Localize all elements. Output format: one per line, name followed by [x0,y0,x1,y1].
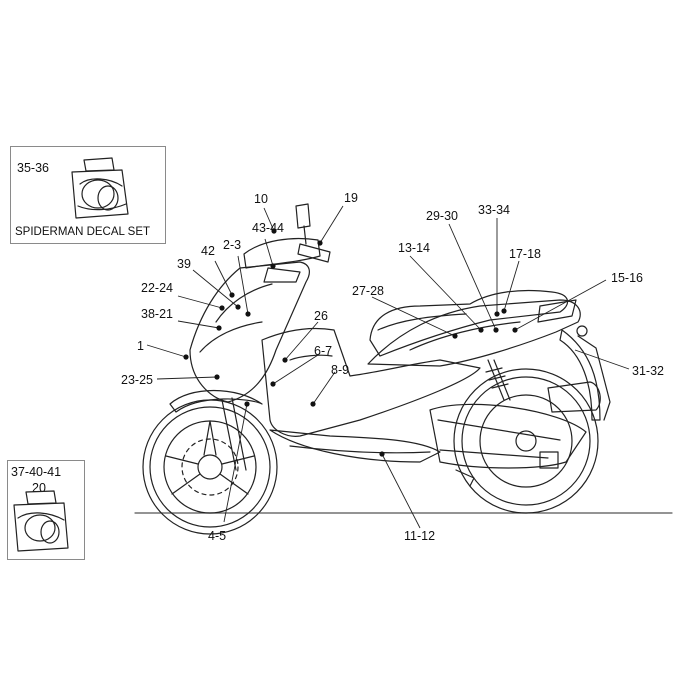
callout-26: 26 [314,309,328,323]
callout-10: 10 [254,192,268,206]
callout-15-16: 15-16 [611,271,643,285]
callout-42: 42 [201,244,215,258]
callout-17-18: 17-18 [509,247,541,261]
decal-pack-icon-2 [13,490,69,552]
inset-top-code: 35-36 [17,161,49,175]
callout-1: 1 [137,339,144,353]
callout-39: 39 [177,257,191,271]
scooter-body [189,203,611,487]
callout-33-34: 33-34 [478,203,510,217]
callout-2-3: 2-3 [223,238,242,252]
callout-4-5: 4-5 [208,529,227,543]
rear-wheel [453,368,599,514]
inset-bottom-code-line1: 37-40-41 [11,465,62,479]
callout-13-14: 13-14 [398,241,430,255]
callout-23-25: 23-25 [121,373,153,387]
callout-29-30: 29-30 [426,209,458,223]
decal-set-inset-bottom: 37-40-41 20 [7,460,85,560]
callout-11-12: 11-12 [404,529,436,543]
callout-19: 19 [344,191,358,205]
callout-dots [183,228,518,457]
callout-27-28: 27-28 [352,284,384,298]
callout-8-9: 8-9 [331,363,350,377]
callout-22-24: 22-24 [141,281,173,295]
callout-31-32: 31-32 [632,364,664,378]
decal-pack-icon [71,157,129,219]
callout-6-7: 6-7 [314,344,333,358]
inset-top-caption: SPIDERMAN DECAL SET [15,226,151,238]
decal-set-inset-top: 35-36 SPIDERMAN DECAL SET [10,146,166,244]
front-wheel [142,399,278,535]
callout-43-44: 43-44 [252,221,284,235]
callout-38-21: 38-21 [141,307,173,321]
